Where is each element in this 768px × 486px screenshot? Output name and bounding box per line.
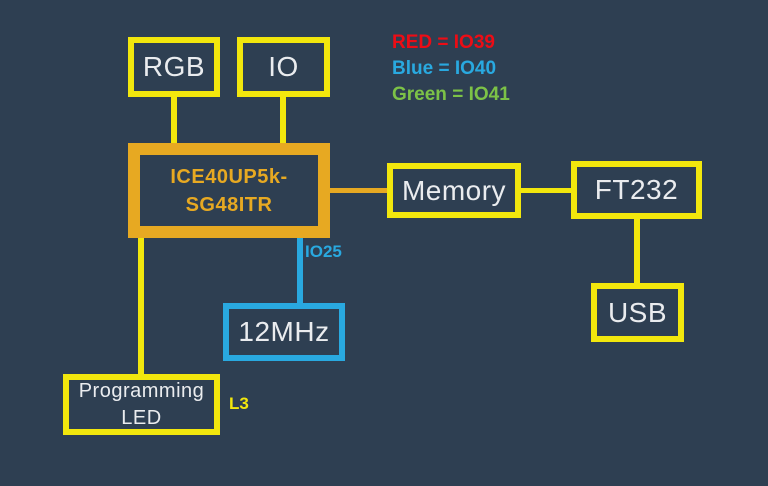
node-rgb: RGB xyxy=(128,37,220,97)
node-memory-label: Memory xyxy=(401,174,507,206)
node-programming-led-label: Programming LED xyxy=(78,379,205,429)
legend: RED = IO39 Blue = IO40 Green = IO41 xyxy=(392,30,510,108)
edge-fpga-to-memory xyxy=(330,188,387,193)
edge-ft232-to-usb xyxy=(634,219,640,283)
legend-entry-blue: Blue = IO40 xyxy=(392,58,497,79)
legend-entry-red: RED = IO39 xyxy=(392,32,495,53)
pin-label-io25: IO25 xyxy=(305,242,342,261)
edge-fpga-to-programming-led xyxy=(138,238,144,374)
node-io: IO xyxy=(237,37,330,97)
edge-memory-to-ft232 xyxy=(521,188,571,193)
node-12mhz-label: 12MHz xyxy=(238,316,330,347)
node-memory: Memory xyxy=(387,163,521,218)
node-ft232-label: FT232 xyxy=(594,174,679,205)
node-usb-label: USB xyxy=(607,296,668,328)
node-fpga: ICE40UP5k- SG48ITR xyxy=(128,143,330,238)
node-fpga-label: ICE40UP5k- SG48ITR xyxy=(170,165,288,216)
node-rgb-label: RGB xyxy=(142,51,206,82)
node-io-label: IO xyxy=(268,51,299,82)
node-ft232: FT232 xyxy=(571,161,702,219)
edge-fpga-to-12mhz xyxy=(297,238,303,303)
ref-label-l3: L3 xyxy=(229,394,249,413)
edge-io-to-fpga xyxy=(280,97,286,143)
legend-entry-green: Green = IO41 xyxy=(392,84,510,105)
node-usb: USB xyxy=(591,283,684,342)
edge-rgb-to-fpga xyxy=(171,97,177,143)
node-12mhz-oscillator: 12MHz xyxy=(223,303,345,361)
node-programming-led: Programming LED xyxy=(63,374,220,435)
